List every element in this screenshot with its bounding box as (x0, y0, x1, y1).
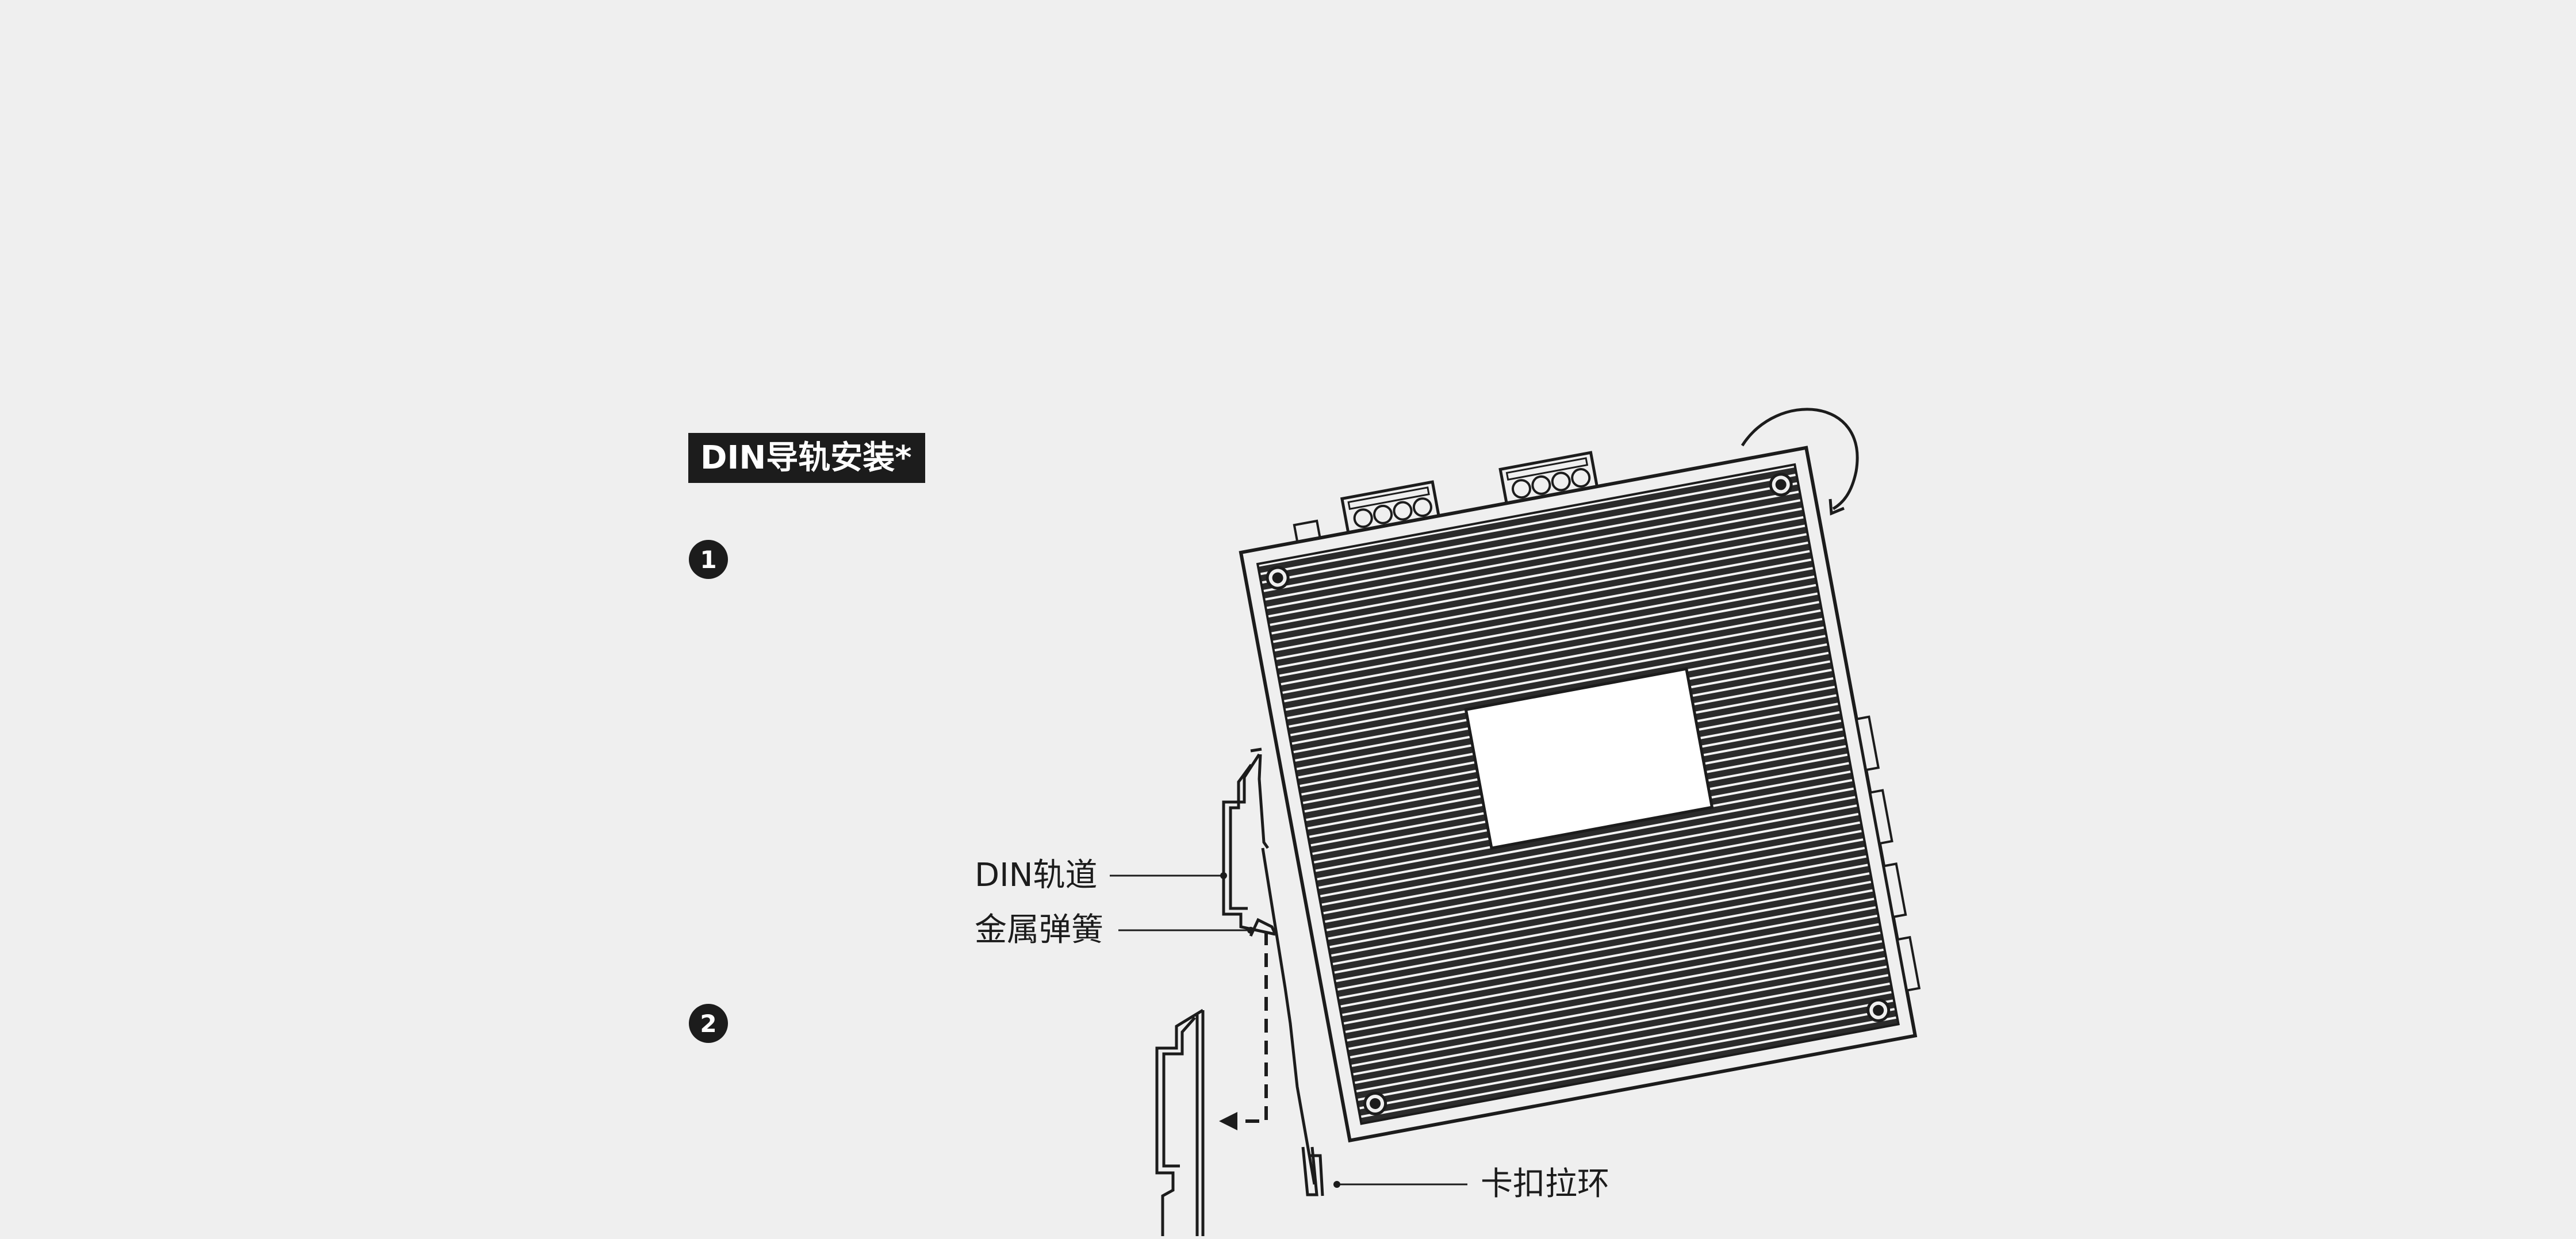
section-title: DIN导轨安装* (700, 439, 911, 477)
section-title-tag: DIN导轨安装* (688, 433, 925, 483)
metal-spring (1249, 918, 1277, 937)
label-latch-ring: 卡扣拉环 (1481, 1165, 1609, 1203)
callout-latch-ring: 卡扣拉环 (1333, 1165, 1609, 1203)
device-label-plate (1464, 667, 1714, 850)
dashed-arrow-icon (1219, 931, 1268, 1130)
step-badge-1: 1 (689, 540, 728, 579)
label-metal-spring: 金属弹簧 (975, 911, 1103, 949)
rotate-arrow-icon (1741, 408, 1859, 516)
step-badge-2: 2 (689, 1004, 728, 1043)
label-din-rail: DIN轨道 (975, 857, 1098, 894)
latch-ring (1301, 1146, 1318, 1196)
step-number-2: 2 (700, 1010, 716, 1038)
callout-metal-spring: 金属弹簧 (975, 911, 1254, 949)
din-rail-top (1222, 753, 1276, 936)
corner-screws (1266, 473, 1891, 1115)
din-rail-bottom (1155, 1008, 1205, 1236)
industrial-switch-device (1239, 446, 1921, 1143)
callout-din-rail: DIN轨道 (975, 857, 1227, 894)
step-number-1: 1 (700, 546, 716, 574)
side-ports (1855, 715, 1921, 992)
